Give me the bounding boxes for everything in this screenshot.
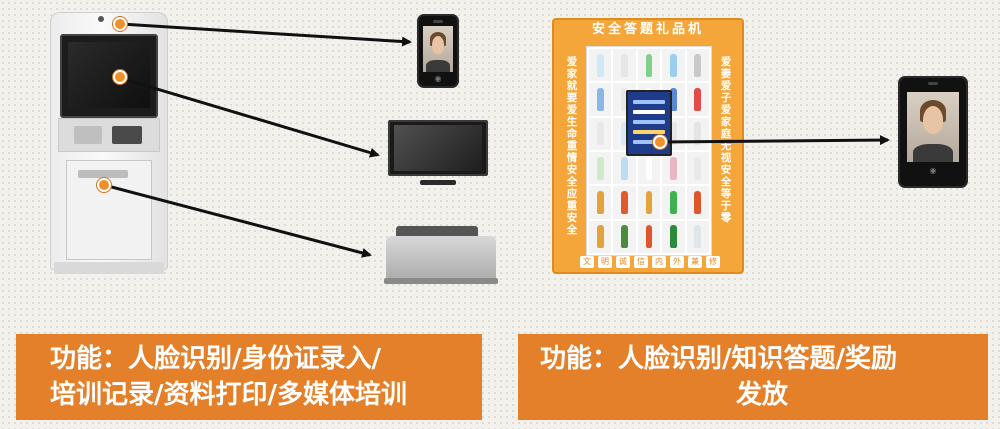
left-caption-line2: 培训记录/资料打印/多媒体培训 [50, 380, 407, 410]
arrow-to-face-terminal [119, 22, 412, 47]
bottom-tag: 兼 [688, 256, 702, 268]
marker-dot [653, 135, 667, 149]
right-caption-line1: 功能：人脸识别/知识答题/奖励 [540, 344, 897, 374]
cabinet-right-slogan: 爱妻爱子爱家庭 无视安全等于零 [720, 56, 732, 224]
monitor-stand [420, 180, 456, 185]
kiosk-camera-icon [98, 16, 104, 22]
print-slot [78, 170, 128, 178]
right-function-caption: 功能：人脸识别/知识答题/奖励 发放 [518, 334, 988, 420]
printer-tray [384, 278, 498, 284]
cabinet-shelves [586, 46, 712, 256]
card-reader-icon [74, 126, 102, 144]
marker-dot [113, 70, 127, 84]
bottom-tag: 诚 [616, 256, 630, 268]
bottom-tag: 明 [598, 256, 612, 268]
kiosk-screen [68, 42, 150, 108]
left-caption-line1: 功能：人脸识别/身份证录入/ [50, 344, 381, 374]
bottom-tag: 文 [580, 256, 594, 268]
face-recognition-terminal-icon: ◉ [898, 76, 968, 188]
cabinet-bottom-tags: 文 明 诚 信 内 外 兼 修 [580, 254, 720, 270]
face-recognition-terminal-icon: ◉ [417, 14, 459, 88]
cabinet-title: 安全答题礼品机 [591, 22, 704, 37]
bottom-tag: 信 [634, 256, 648, 268]
cabinet-left-slogan: 爱家就要爱生命 重情安全应重安全 [566, 56, 578, 236]
kiosk-base [54, 262, 164, 274]
bottom-tag: 修 [706, 256, 720, 268]
bottom-tag: 外 [670, 256, 684, 268]
marker-dot [113, 17, 127, 31]
id-card-reader-icon [112, 126, 142, 144]
arrow-to-monitor [119, 76, 380, 158]
arrow-to-printer [103, 183, 372, 258]
arrow-to-right-face-terminal [659, 135, 890, 146]
kiosk-shelf [58, 118, 160, 152]
printer-icon [386, 236, 496, 282]
monitor-screen [394, 125, 482, 171]
right-caption-line2: 发放 [736, 380, 789, 410]
left-function-caption: 功能：人脸识别/身份证录入/ 培训记录/资料打印/多媒体培训 [16, 334, 482, 420]
marker-dot [97, 178, 111, 192]
bottom-tag: 内 [652, 256, 666, 268]
